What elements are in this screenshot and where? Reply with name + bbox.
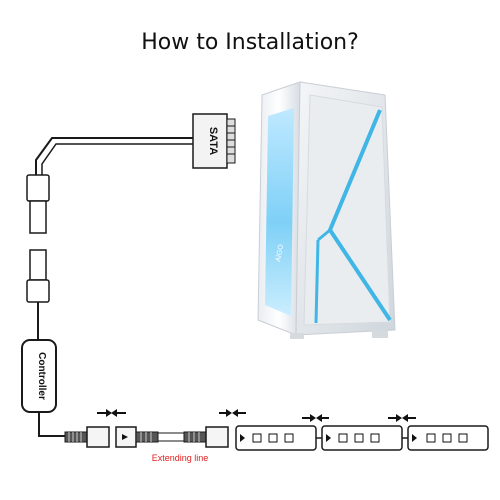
extension-cable: [115, 426, 229, 448]
arrow-left-icon: [111, 409, 126, 417]
case-brand: AIGO: [275, 243, 285, 262]
controller-output-cable: [38, 412, 65, 437]
arrow-right-icon: [302, 414, 316, 422]
led-strip-segment: [235, 425, 322, 451]
power-cable: [35, 137, 193, 178]
case-foot: [290, 333, 304, 339]
dc-plug-male: [26, 174, 50, 234]
controller-label: Controller: [36, 352, 47, 400]
case-foot: [372, 330, 388, 338]
arrow-right-icon: [388, 414, 402, 422]
arrow-left-icon: [316, 414, 329, 422]
led-strip-segment: [407, 425, 489, 451]
arrow-left-icon: [402, 414, 416, 422]
arrow-right-icon: [97, 409, 112, 417]
strip-plug-male: [64, 426, 110, 448]
sata-label: SATA: [207, 127, 219, 155]
extending-line-label: Extending line: [152, 453, 209, 463]
arrow-left-icon: [232, 409, 246, 417]
side-glass-panel: [265, 108, 294, 316]
dc-jack-female: [26, 249, 50, 303]
diagram-title: How to Installation?: [141, 30, 359, 55]
sata-connector: SATA: [192, 113, 236, 169]
led-strip-segment: [321, 425, 408, 451]
controller-box: Controller: [21, 339, 57, 413]
arrow-right-icon: [219, 409, 232, 417]
pc-case: AIGO: [257, 81, 396, 339]
